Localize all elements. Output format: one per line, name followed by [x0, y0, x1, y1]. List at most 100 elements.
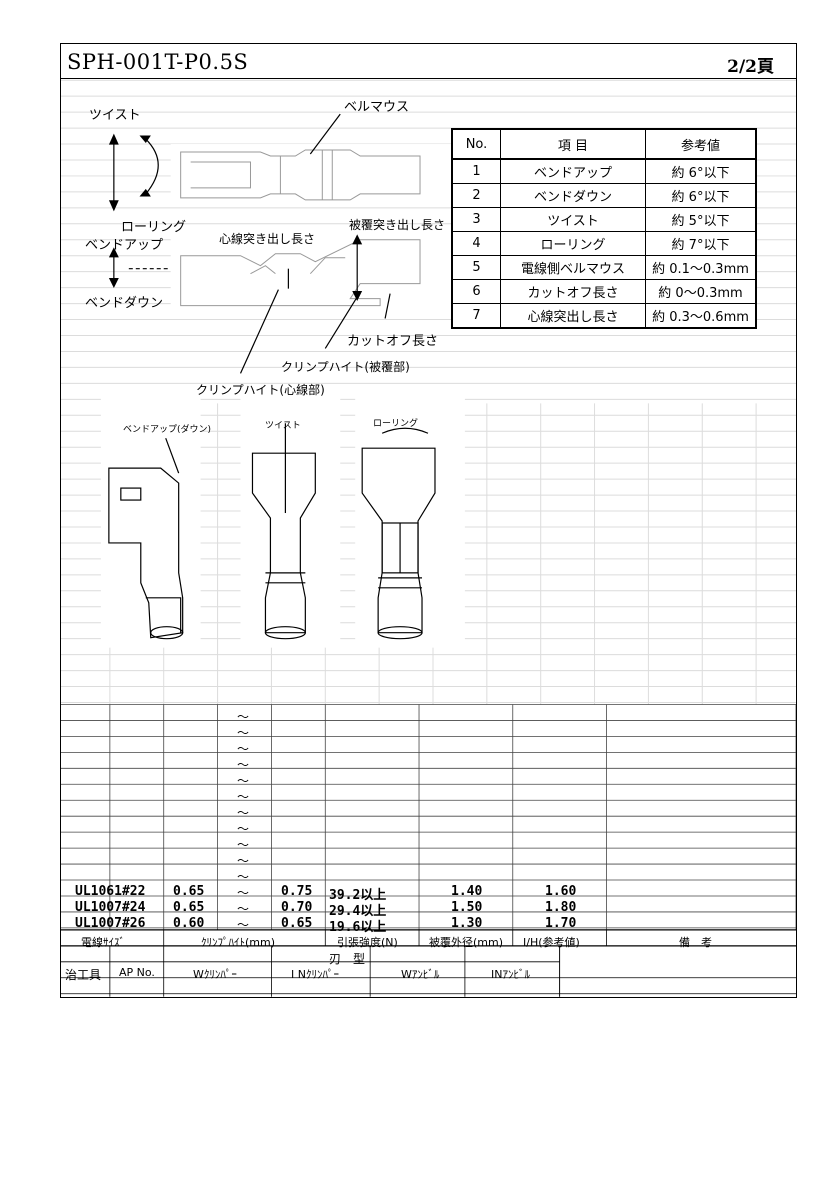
spec-cell-item: ツイスト: [500, 207, 646, 232]
data-cell-ih: 1.60: [545, 884, 577, 899]
tilde-separator: ～: [237, 918, 250, 932]
data-cell-od: 1.30: [451, 916, 483, 931]
label-crimp-height-insulation: クリンプハイト(被覆部): [281, 360, 410, 374]
spec-cell-no: 6: [451, 279, 501, 304]
header-w-anvil: Wｱﾝﾋﾞﾙ: [401, 968, 440, 981]
dimension-arrows: [108, 113, 391, 374]
spec-cell-value: 約 0〜0.3mm: [645, 279, 757, 304]
data-cell-ch-min: 0.65: [173, 884, 205, 899]
header-ap-no: AP No.: [119, 966, 155, 979]
tilde-separator: ～: [237, 854, 250, 868]
spec-cell-value: 約 0.3〜0.6mm: [645, 303, 757, 329]
spec-cell-value: 約 5°以下: [645, 207, 757, 232]
spec-cell-no: 4: [451, 231, 501, 256]
spec-cell-no: 7: [451, 303, 501, 329]
spec-cell-no: 2: [451, 183, 501, 208]
spec-header-no: No.: [451, 128, 501, 160]
spec-cell-value: 約 6°以下: [645, 158, 757, 184]
spec-cell-item: 電線側ベルマウス: [500, 255, 646, 280]
tilde-separator: ～: [237, 822, 250, 836]
data-cell-wire: UL1007#26: [75, 916, 146, 931]
tilde-separator: ～: [237, 886, 250, 900]
label-insulation-protrusion: 被覆突き出し長さ: [349, 218, 446, 232]
label-bellmouth: ベルマウス: [344, 100, 410, 115]
terminal-side-view-drawing: [170, 144, 490, 201]
tilde-separator: ～: [237, 870, 250, 884]
tilde-separator: ～: [237, 742, 250, 756]
tilde-separator: ～: [237, 806, 250, 820]
spec-cell-no: 3: [451, 207, 501, 232]
spec-cell-no: 5: [451, 255, 501, 280]
spec-cell-item: 心線突出し長さ: [500, 303, 646, 329]
spec-cell-value: 約 6°以下: [645, 183, 757, 208]
terminal-sketch-bend: [100, 398, 201, 648]
data-cell-ch-max: 0.65: [281, 916, 313, 931]
header-outer-diameter: 被覆外径(mm): [429, 936, 504, 949]
spec-cell-value: 約 0.1〜0.3mm: [645, 255, 757, 280]
tilde-separator: ～: [237, 710, 250, 724]
spec-cell-item: ベンドアップ: [500, 158, 646, 184]
spec-sheet: SPH-001T-P0.5S 2/2頁 ツイスト ベルマウス ローリング ベンド…: [60, 43, 797, 998]
header-remarks: 備 考: [679, 936, 712, 949]
spec-header-item: 項 目: [500, 128, 646, 160]
spec-cell-item: ローリング: [500, 231, 646, 256]
label-cut-off: カットオフ長さ: [347, 334, 439, 349]
title-divider: [61, 78, 796, 79]
tilde-separator: ～: [237, 838, 250, 852]
data-cell-ch-max: 0.75: [281, 884, 313, 899]
spec-cell-value: 約 7°以下: [645, 231, 757, 256]
header-tensile: 引張強度(N): [337, 936, 398, 949]
terminal-sketch-rolling: [355, 398, 465, 648]
tilde-separator: ～: [237, 758, 250, 772]
spec-cell-item: カットオフ長さ: [500, 279, 646, 304]
data-cell-wire: UL1007#24: [75, 900, 146, 915]
data-cell-strength: 39.2以上: [329, 888, 387, 903]
header-in-anvil: INｱﾝﾋﾞﾙ: [491, 968, 530, 981]
spec-cell-no: 1: [451, 158, 501, 184]
label-bend-up: ベンドアップ: [85, 238, 164, 253]
tilde-separator: ～: [237, 726, 250, 740]
sheet-grid: [61, 79, 796, 997]
header-w-crimper: Wｸﾘﾝﾊﾟｰ: [193, 968, 237, 981]
label-twist: ツイスト: [89, 108, 141, 123]
data-cell-ch-min: 0.65: [173, 900, 205, 915]
label-twist-small: ツイスト: [265, 421, 301, 431]
data-cell-ch-min: 0.60: [173, 916, 205, 931]
data-cell-strength: 29.4以上: [329, 904, 387, 919]
spec-cell-item: ベンドダウン: [500, 183, 646, 208]
header-wire-size: 電線ｻｲｽﾞ: [81, 936, 125, 949]
data-cell-od: 1.50: [451, 900, 483, 915]
data-cell-strength: 19.6以上: [329, 920, 387, 935]
part-number-title: SPH-001T-P0.5S: [67, 50, 249, 74]
label-rolling-small: ローリング: [373, 419, 419, 429]
terminal-cross-section-drawing: [170, 238, 490, 314]
label-bend-updown-small: ベンドアップ(ダウン): [123, 425, 212, 435]
label-bend-down: ベンドダウン: [85, 296, 164, 311]
data-cell-od: 1.40: [451, 884, 483, 899]
terminal-sketch-twist: [240, 398, 341, 648]
data-cell-ih: 1.80: [545, 900, 577, 915]
label-rolling: ローリング: [121, 220, 187, 235]
tilde-separator: ～: [237, 902, 250, 916]
data-cell-ih: 1.70: [545, 916, 577, 931]
header-in-crimper: I Nｸﾘﾝﾊﾟｰ: [291, 968, 339, 981]
tilde-separator: ～: [237, 790, 250, 804]
header-ih: I/H(参考値): [523, 936, 580, 949]
data-cell-wire: UL1061#22: [75, 884, 146, 899]
tilde-separator: ～: [237, 774, 250, 788]
label-crimp-height-core: クリンプハイト(心線部): [196, 383, 325, 397]
data-cell-ch-max: 0.70: [281, 900, 313, 915]
header-blade-type: 刃 型: [329, 952, 366, 966]
label-core-protrusion: 心線突き出し長さ: [219, 232, 316, 246]
page-number: 2/2頁: [727, 57, 774, 77]
header-crimp-height: ｸﾘﾝﾌﾟﾊｲﾄ(mm): [201, 936, 276, 949]
spec-header-reference: 参考値: [645, 128, 757, 160]
